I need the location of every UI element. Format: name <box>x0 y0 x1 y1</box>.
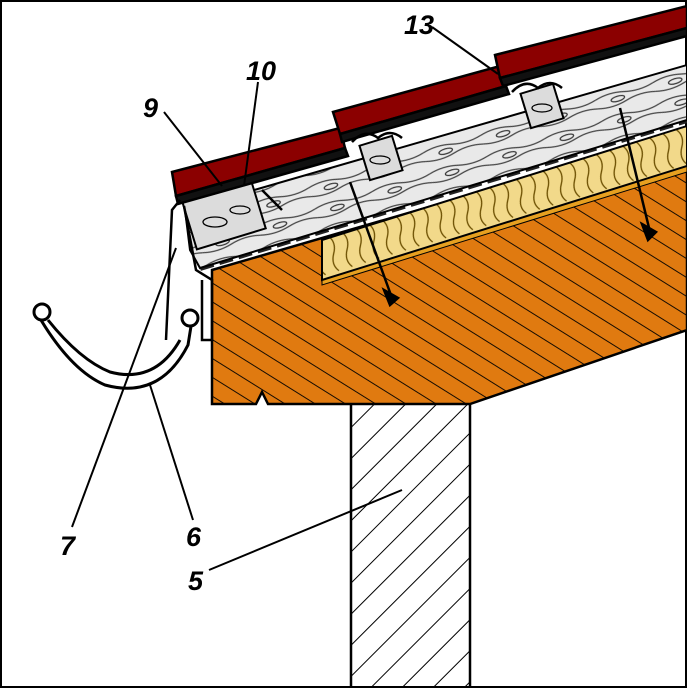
leader-lines <box>71 26 499 571</box>
roof-tile-3 <box>493 4 687 80</box>
roof-tiles <box>170 4 687 206</box>
batten-grain <box>202 103 553 228</box>
callout-7: 7 <box>60 531 77 561</box>
callout-10: 10 <box>246 56 276 86</box>
callout-9: 9 <box>143 93 158 123</box>
tile-clips <box>261 81 563 211</box>
callout-5: 5 <box>188 566 204 596</box>
masonry-wall <box>349 401 472 688</box>
rain-gutter <box>32 302 200 390</box>
fixing-screws <box>348 107 659 308</box>
insulation-layer <box>321 124 687 282</box>
callout-6: 6 <box>186 522 202 552</box>
eaves-drip-flashing <box>164 199 214 342</box>
callout-13: 13 <box>404 10 434 40</box>
